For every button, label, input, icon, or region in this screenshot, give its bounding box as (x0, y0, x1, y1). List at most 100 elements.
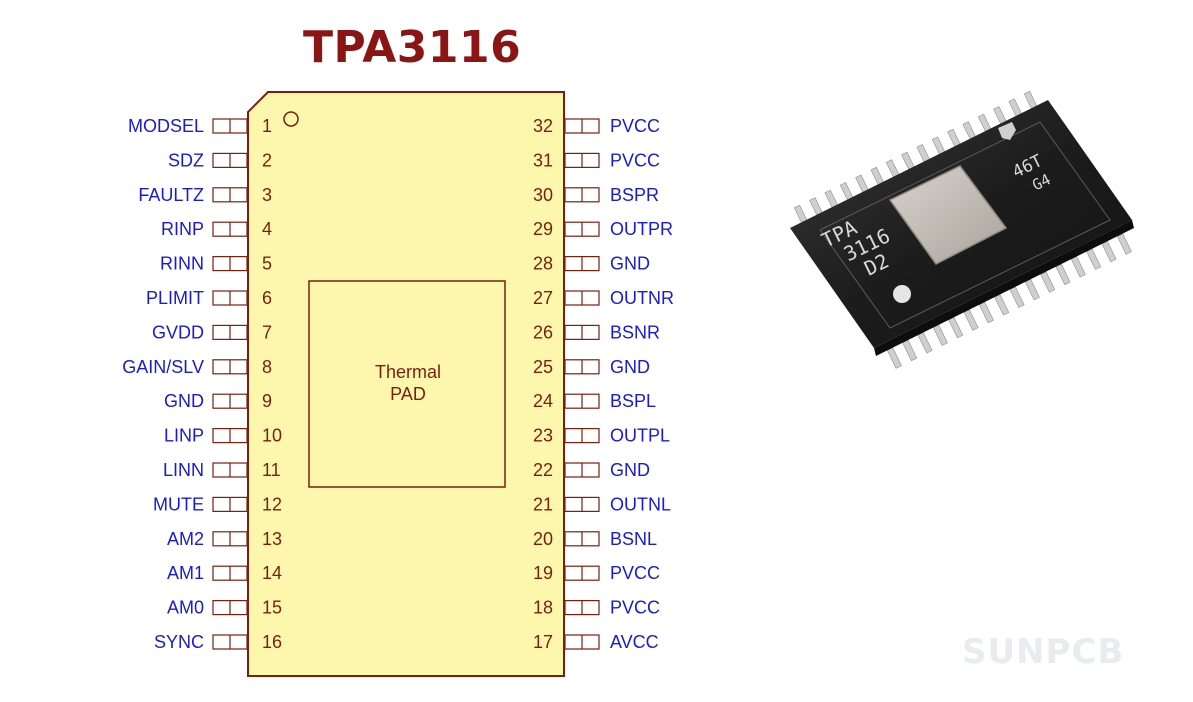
pin-name: OUTNL (610, 494, 671, 514)
pin-name: LINN (163, 460, 204, 480)
right-pin-row: 30 BSPR (533, 185, 659, 205)
right-pin-row: 32 PVCC (533, 116, 660, 136)
chip-lead (963, 309, 979, 331)
thermal-pad-label-line1: Thermal (375, 362, 441, 382)
pin-number: 6 (262, 288, 272, 308)
chip-leads-bottom (886, 233, 1132, 369)
pin-name: OUTPL (610, 426, 670, 446)
left-pin-row: LINP 10 (164, 426, 282, 446)
pin-number: 32 (533, 116, 553, 136)
pin-number: 4 (262, 219, 272, 239)
chip-package-photo: TPA 3116 D2 46T G4 (790, 90, 1134, 369)
pin-number: 3 (262, 185, 272, 205)
pin-number: 1 (262, 116, 272, 136)
left-pin-row: MODSEL 1 (128, 116, 272, 136)
chip-lead (932, 324, 948, 346)
pin-name: BSPR (610, 185, 659, 205)
watermark: SUNPCB (962, 632, 1125, 672)
chip-lead (1009, 286, 1025, 308)
right-pin-row: 22 GND (533, 460, 650, 480)
pin-name: GND (164, 391, 204, 411)
pin-name: GAIN/SLV (122, 357, 204, 377)
page-title: TPA3116 (303, 22, 522, 73)
pin-name: LINP (164, 426, 204, 446)
pin-name: AM0 (167, 598, 204, 618)
pin-name: MODSEL (128, 116, 204, 136)
chip-lead (902, 339, 918, 362)
left-pin-row: GAIN/SLV 8 (122, 357, 272, 377)
chip-lead (1040, 271, 1056, 293)
pin-name: PLIMIT (146, 288, 204, 308)
pin-name: AM2 (167, 529, 204, 549)
pin-number: 15 (262, 598, 282, 618)
thermal-pad (308, 280, 506, 488)
chip-lead (917, 332, 933, 354)
pin-number: 9 (262, 391, 272, 411)
chip-lead (1055, 263, 1071, 286)
pin-number: 2 (262, 150, 272, 170)
chip-lead (1086, 248, 1102, 270)
pin-number: 14 (262, 563, 282, 583)
chip-lead (1024, 278, 1040, 301)
pin-number: 5 (262, 254, 272, 274)
pin-number: 29 (533, 219, 553, 239)
pin-name: OUTNR (610, 288, 674, 308)
pin-number: 26 (533, 322, 553, 342)
pin-number: 11 (262, 460, 281, 480)
pin1-marker-dot (283, 111, 299, 127)
pin-name: BSNL (610, 529, 657, 549)
pin-number: 10 (262, 426, 282, 446)
pin-number: 18 (533, 598, 553, 618)
chip-lead (1101, 240, 1117, 263)
pin-number: 27 (533, 288, 553, 308)
pin-name: PVCC (610, 150, 660, 170)
pin-name: OUTPR (610, 219, 673, 239)
pin-number: 24 (533, 391, 553, 411)
pin-name: SYNC (154, 632, 204, 652)
pin-number: 12 (262, 494, 282, 514)
pin-name: PVCC (610, 598, 660, 618)
right-pin-row: 31 PVCC (533, 150, 660, 170)
pin-number: 31 (533, 150, 553, 170)
chip-marking-frame (819, 121, 1111, 329)
pin-number: 22 (533, 460, 553, 480)
pin-number: 19 (533, 563, 553, 583)
pin-name: AM1 (167, 563, 204, 583)
pin-name: RINP (161, 219, 204, 239)
left-pin-row: SYNC 16 (154, 632, 282, 652)
chip-lead (948, 316, 964, 339)
chip-exposed-pad (888, 165, 1008, 265)
ti-logo-icon (998, 122, 1016, 140)
pin-name: GND (610, 460, 650, 480)
right-pin-row: 23 OUTPL (533, 426, 670, 446)
chip-lead (978, 301, 994, 324)
pin-name: PVCC (610, 563, 660, 583)
pin-number: 16 (262, 632, 282, 652)
pin-number: 7 (262, 322, 272, 342)
pin-number: 17 (533, 632, 553, 652)
chip-leads-top (793, 90, 1038, 225)
pin-number: 28 (533, 254, 553, 274)
pin-name: RINN (160, 254, 204, 274)
pin-name: SDZ (168, 150, 204, 170)
chip-lead (1070, 256, 1086, 278)
pin-number: 23 (533, 426, 553, 446)
right-pin-row: 27 OUTNR (533, 288, 674, 308)
left-pin-row: GND 9 (164, 391, 272, 411)
pin-name: GND (610, 357, 650, 377)
pin-name: PVCC (610, 116, 660, 136)
pin-name: BSPL (610, 391, 656, 411)
chip-lead (994, 294, 1010, 316)
pin-number: 8 (262, 357, 272, 377)
pin-name: FAULTZ (138, 185, 204, 205)
right-pin-row: 29 OUTPR (533, 219, 673, 239)
chip-lead (886, 347, 902, 369)
chip-body-edge (874, 220, 1134, 356)
pin-number: 30 (533, 185, 553, 205)
